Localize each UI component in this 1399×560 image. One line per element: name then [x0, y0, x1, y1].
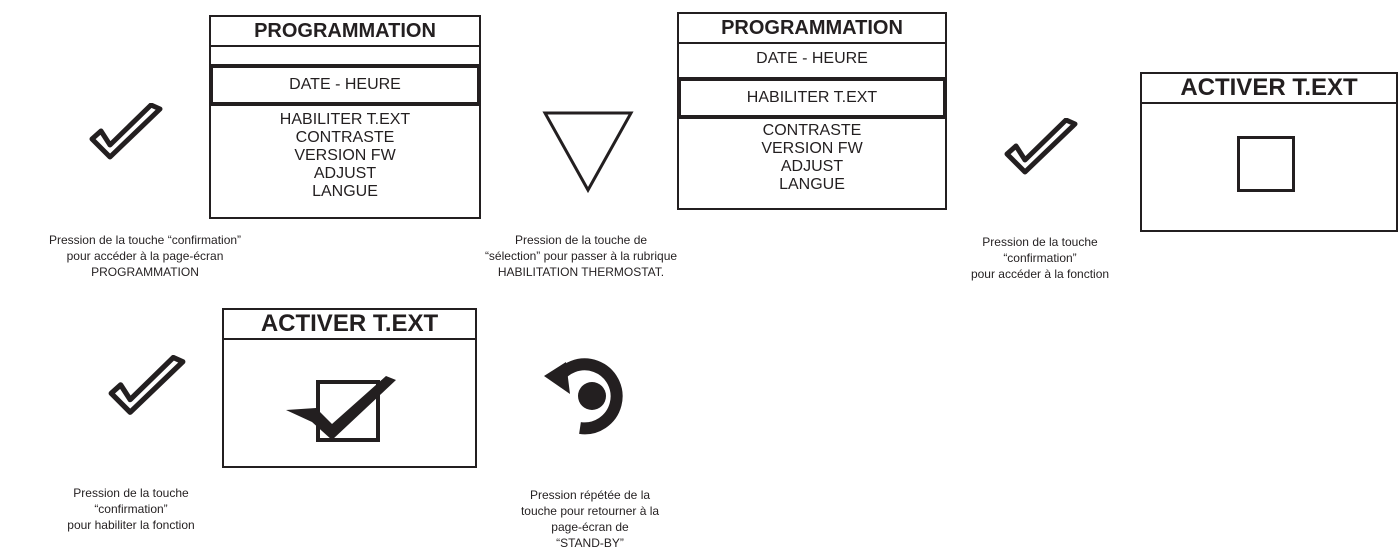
selected-item-date-heure: DATE - HEURE: [209, 64, 481, 106]
menu-item: DATE - HEURE: [756, 50, 868, 67]
screen-title: PROGRAMMATION: [679, 14, 945, 44]
back-arrow-icon: [542, 352, 632, 436]
down-triangle-icon: [542, 110, 634, 194]
screen-title: ACTIVER T.EXT: [1142, 74, 1396, 104]
caption-step-1: Pression de la touche “confirmation” pou…: [48, 233, 242, 279]
menu-item: LANGUE: [779, 176, 845, 193]
check-icon: [88, 103, 164, 163]
check-icon: [107, 355, 187, 419]
caption-step-2: Pression de la touche de “sélection” pou…: [484, 233, 678, 279]
checkbox-empty-icon: [1237, 136, 1295, 192]
programmation-screen-1: PROGRAMMATION DATE - HEURE HABILITER T.E…: [209, 15, 481, 219]
programmation-screen-2: PROGRAMMATION DATE - HEURE HABILITER T.E…: [677, 12, 947, 210]
menu-item: HABILITER T.EXT: [279, 111, 411, 128]
caption-step-4: Pression de la touche “confirmation” pou…: [67, 486, 195, 532]
menu-item: VERSION FW: [761, 140, 863, 157]
selected-item-habiliter: HABILITER T.EXT: [677, 77, 947, 119]
activer-text-screen-unchecked: ACTIVER T.EXT: [1140, 72, 1398, 232]
menu-item: VERSION FW: [294, 147, 396, 164]
check-icon: [1003, 118, 1079, 178]
menu-item: LANGUE: [312, 183, 378, 200]
screen-title: ACTIVER T.EXT: [224, 310, 475, 340]
menu-item: ADJUST: [313, 165, 377, 182]
caption-step-5: Pression répétée de la touche pour retou…: [520, 488, 660, 550]
checkbox-checked-icon: [272, 360, 408, 450]
caption-step-3: Pression de la touche “confirmation” pou…: [970, 235, 1110, 281]
menu-item: ADJUST: [780, 158, 844, 175]
menu-item: CONTRASTE: [762, 122, 862, 139]
menu-item: CONTRASTE: [295, 129, 395, 146]
activer-text-screen-checked: ACTIVER T.EXT: [222, 308, 477, 468]
menu-list: CONTRASTE VERSION FW ADJUST LANGUE: [679, 122, 945, 194]
menu-list: HABILITER T.EXT CONTRASTE VERSION FW ADJ…: [211, 111, 479, 201]
screen-title: PROGRAMMATION: [211, 17, 479, 47]
